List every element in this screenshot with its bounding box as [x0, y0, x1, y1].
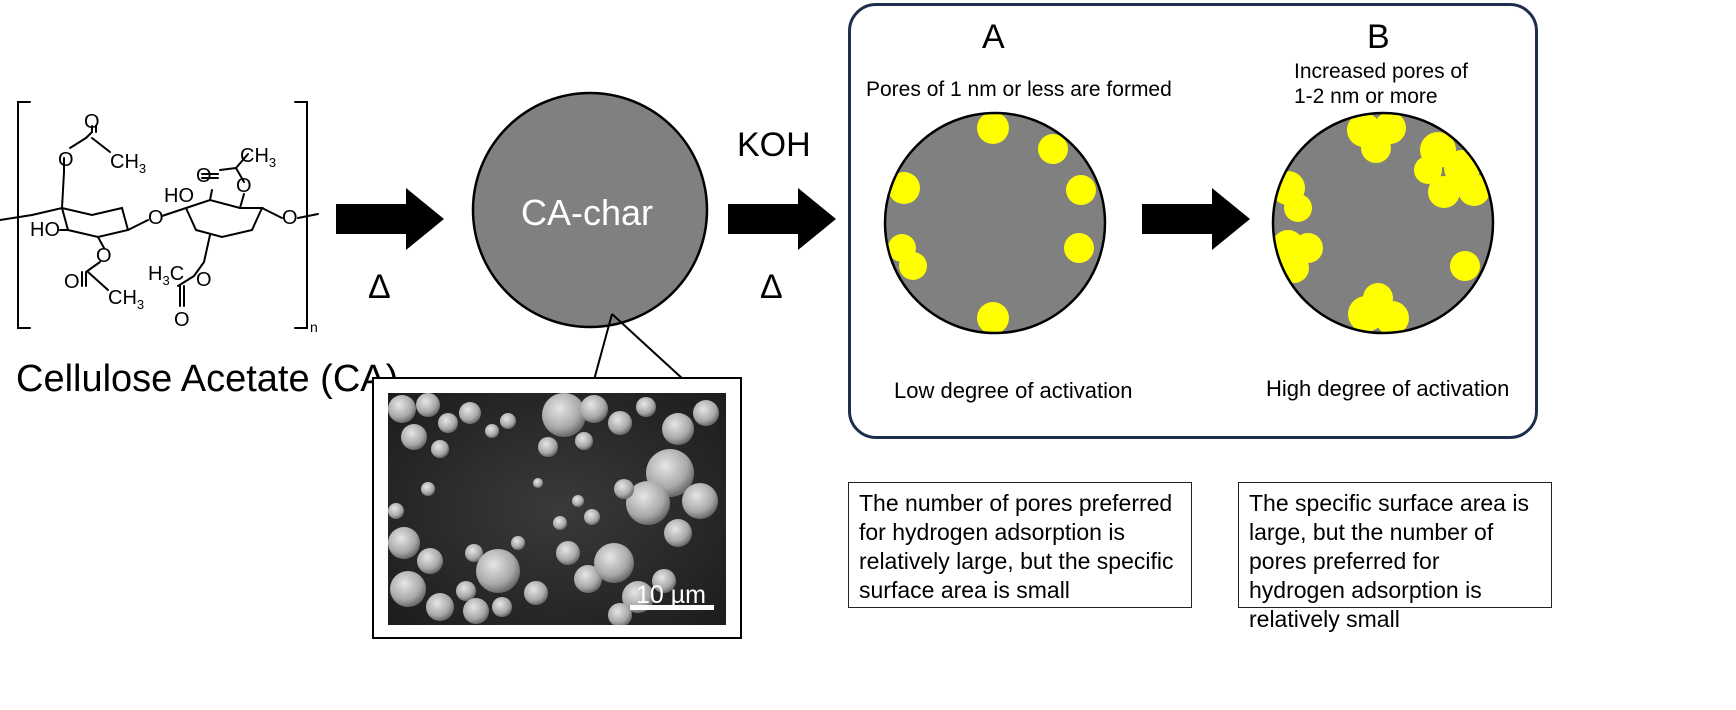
atom-o-5: O — [148, 207, 164, 229]
atom-ho-2: HO — [164, 185, 194, 207]
atom-h3c: H3C — [148, 263, 184, 288]
panel-a-letter: A — [982, 18, 1005, 56]
sem-image — [388, 393, 726, 625]
particle-high-activation — [1271, 111, 1495, 335]
atom-o-10: O — [174, 309, 190, 331]
atom-ch3-2: CH3 — [108, 287, 144, 312]
panel-b-letter: B — [1367, 18, 1390, 56]
panel-b-caption-line2: 1-2 nm or more — [1294, 85, 1438, 108]
molecule-name: Cellulose Acetate (CA) — [16, 358, 399, 400]
atom-o-7: O — [196, 165, 212, 187]
heat-symbol-1: Δ — [368, 268, 391, 306]
note-high-activation: The specific surface area is large, but … — [1238, 482, 1552, 632]
pores-large — [1273, 113, 1490, 333]
panel-a-caption: Pores of 1 nm or less are formed — [866, 78, 1172, 101]
sem-image-frame: 10 µm — [372, 377, 742, 639]
ca-char-particle — [471, 91, 709, 329]
ca-char-label: CA-char — [521, 192, 654, 233]
atom-ch3-3: CH3 — [240, 145, 276, 170]
repeat-n: n — [310, 319, 318, 335]
sem-scale-label: 10 µm — [636, 581, 706, 609]
atom-ch3-1: CH3 — [110, 151, 146, 176]
koh-reagent: KOH — [737, 126, 811, 164]
atom-o-2: O — [84, 111, 100, 133]
arrow-koh — [728, 188, 836, 250]
pores-small — [888, 113, 1096, 333]
callout-lines — [593, 313, 685, 381]
atom-o-9: O — [196, 269, 212, 291]
arrow-heat-1 — [336, 188, 444, 250]
panel-a-activation: Low degree of activation — [894, 378, 1133, 403]
atom-o-3: O — [96, 245, 112, 267]
activation-panel — [848, 3, 1538, 439]
atom-ho-1: HO — [30, 219, 60, 241]
panel-b-activation: High degree of activation — [1266, 376, 1510, 401]
arrow-a-to-b — [1142, 188, 1250, 250]
atom-o-6: O — [236, 175, 252, 197]
note-low-activation: The number of pores preferred for hydrog… — [848, 482, 1192, 608]
heat-symbol-2: Δ — [760, 268, 783, 306]
atom-o-1: O — [58, 149, 74, 171]
atom-o-8: O — [282, 207, 298, 229]
atom-o-4: O — [64, 271, 80, 293]
cellulose-acetate-structure: O O CH3 HO O O CH3 O HO O O CH3 O O H3C … — [0, 101, 319, 335]
particle-low-activation — [883, 111, 1107, 335]
panel-b-caption-line1: Increased pores of — [1294, 60, 1468, 83]
